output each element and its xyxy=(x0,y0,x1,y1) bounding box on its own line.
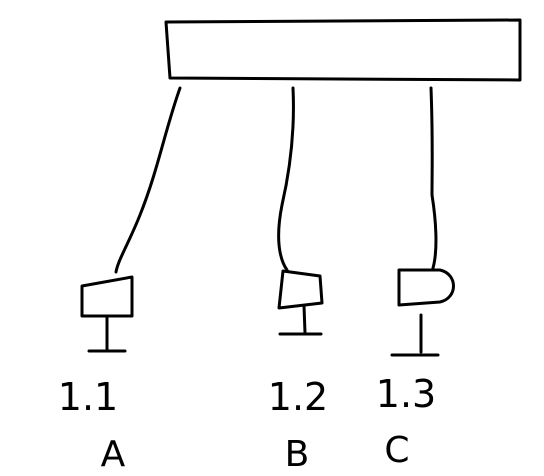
link-line-c xyxy=(429,86,438,270)
node-b-address-label: 1.2 xyxy=(268,375,328,419)
node-c-monitor-icon xyxy=(397,268,455,307)
hub-box xyxy=(164,18,522,82)
node-b-monitor-icon xyxy=(277,269,324,310)
node-c-name-label: C xyxy=(384,430,409,471)
link-line-b xyxy=(277,86,295,272)
node-a-name-label: A xyxy=(101,434,126,475)
node-b-stand xyxy=(302,304,307,335)
node-a-address-label: 1.1 xyxy=(58,375,118,419)
node-b-name-label: B xyxy=(285,434,310,475)
node-b-computer xyxy=(277,269,324,336)
node-a-computer xyxy=(80,275,134,353)
node-c-computer xyxy=(390,268,455,357)
node-a-monitor-icon xyxy=(80,275,134,318)
node-labels: 1.1A 1.2B 1.3C xyxy=(58,372,436,475)
node-c-address-label: 1.3 xyxy=(376,372,436,416)
link-line-a xyxy=(114,86,182,274)
